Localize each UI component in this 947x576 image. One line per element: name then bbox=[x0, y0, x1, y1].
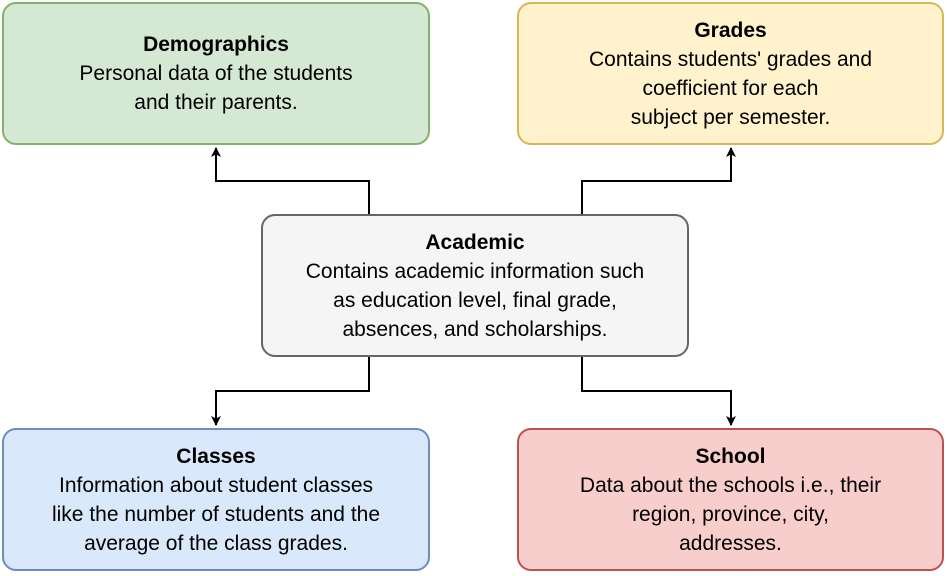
classes-description: Information about student classes like t… bbox=[51, 473, 381, 555]
grades-title: Grades bbox=[694, 18, 767, 42]
grades-node: Grades Contains students' grades and coe… bbox=[517, 2, 944, 145]
demographics-title: Demographics bbox=[143, 33, 289, 56]
edge-academic-to-grades bbox=[581, 147, 736, 214]
demographics-node: Demographics Personal data of the studen… bbox=[2, 2, 430, 145]
edge-academic-to-classes bbox=[211, 357, 370, 426]
grades-description: Contains students' grades and coefficien… bbox=[588, 47, 873, 129]
classes-node: Classes Information about student classe… bbox=[2, 428, 430, 571]
academic-description: Contains academic information such as ed… bbox=[305, 259, 645, 341]
school-description: Data about the schools i.e., their regio… bbox=[579, 473, 882, 555]
school-node: School Data about the schools i.e., thei… bbox=[517, 428, 944, 571]
academic-node: Academic Contains academic information s… bbox=[261, 214, 689, 357]
classes-title: Classes bbox=[176, 444, 256, 468]
academic-title: Academic bbox=[425, 230, 525, 254]
demographics-description: Personal data of the students and their … bbox=[79, 62, 353, 114]
edge-academic-to-demographics bbox=[211, 147, 370, 214]
school-title: School bbox=[695, 444, 766, 468]
edge-academic-to-school bbox=[581, 357, 736, 426]
